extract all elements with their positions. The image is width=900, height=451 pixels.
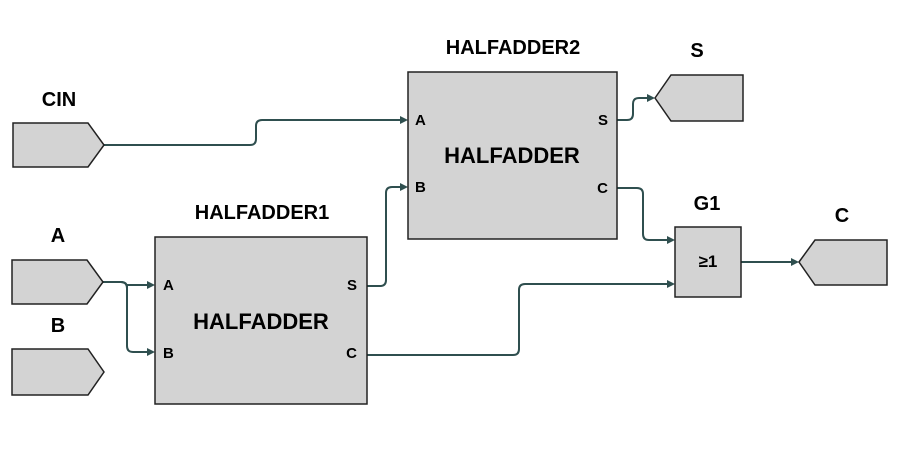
halfadder2-pin-a: A [415,112,426,129]
arrow-ha2-a [400,116,408,124]
port-cin-shape[interactable] [12,122,105,168]
port-a-shape[interactable] [11,259,104,305]
output-port-c[interactable]: C [798,205,888,286]
or-gate-g1[interactable]: G1 ≥1 [674,193,742,298]
wire-a-to-ha1-b [103,281,149,353]
halfadder1-pin-c: C [346,345,357,362]
wires [103,94,799,356]
halfadder1-type-label: HALFADDER [193,309,329,334]
g1-title: G1 [694,193,721,215]
port-b-shape[interactable] [11,348,105,396]
halfadder2-pin-s: S [598,112,608,129]
g1-symbol: ≥1 [699,252,718,271]
port-c-label: C [835,205,849,227]
port-b-label: B [51,315,65,337]
port-a-label: A [51,225,65,247]
port-s-label: S [690,40,703,62]
wire-ha1-s-to-ha2-b [367,186,402,287]
halfadder1-pin-a: A [163,277,174,294]
wire-ha2-c-to-g1 [617,187,669,241]
wire-ha2-s-to-s [617,97,649,121]
halfadder2-body[interactable] [407,71,618,240]
halfadder1-pin-b: B [163,345,174,362]
arrow-ha1-a [147,281,155,289]
wire-ha1-c-to-g1 [367,283,669,356]
halfadder1-block[interactable]: HALFADDER1 HALFADDER A B S C [154,202,368,405]
port-cin-label: CIN [42,89,76,111]
halfadder2-pin-c: C [597,180,608,197]
halfadder2-pin-b: B [415,179,426,196]
g1-body[interactable] [674,226,742,298]
wire-cin-to-ha2-a [104,119,402,146]
arrow-ha2-b [400,183,408,191]
halfadder1-body[interactable] [154,236,368,405]
arrow-c [791,258,799,266]
halfadder2-title: HALFADDER2 [446,37,580,59]
halfadder2-type-label: HALFADDER [444,143,580,168]
arrow-ha1-b [147,348,155,356]
halfadder1-pin-s: S [347,277,357,294]
arrow-g1-in2 [667,280,675,288]
input-port-cin[interactable]: CIN [12,89,105,168]
output-port-s[interactable]: S [654,40,744,122]
port-s-shape[interactable] [654,74,744,122]
halfadder1-title: HALFADDER1 [195,202,329,224]
input-port-a[interactable]: A [11,225,104,305]
halfadder2-block[interactable]: HALFADDER2 HALFADDER A B S C [407,37,618,240]
input-port-b[interactable]: B [11,315,105,396]
port-c-shape[interactable] [798,239,888,286]
arrow-s [647,94,655,102]
arrow-g1-in1 [667,236,675,244]
